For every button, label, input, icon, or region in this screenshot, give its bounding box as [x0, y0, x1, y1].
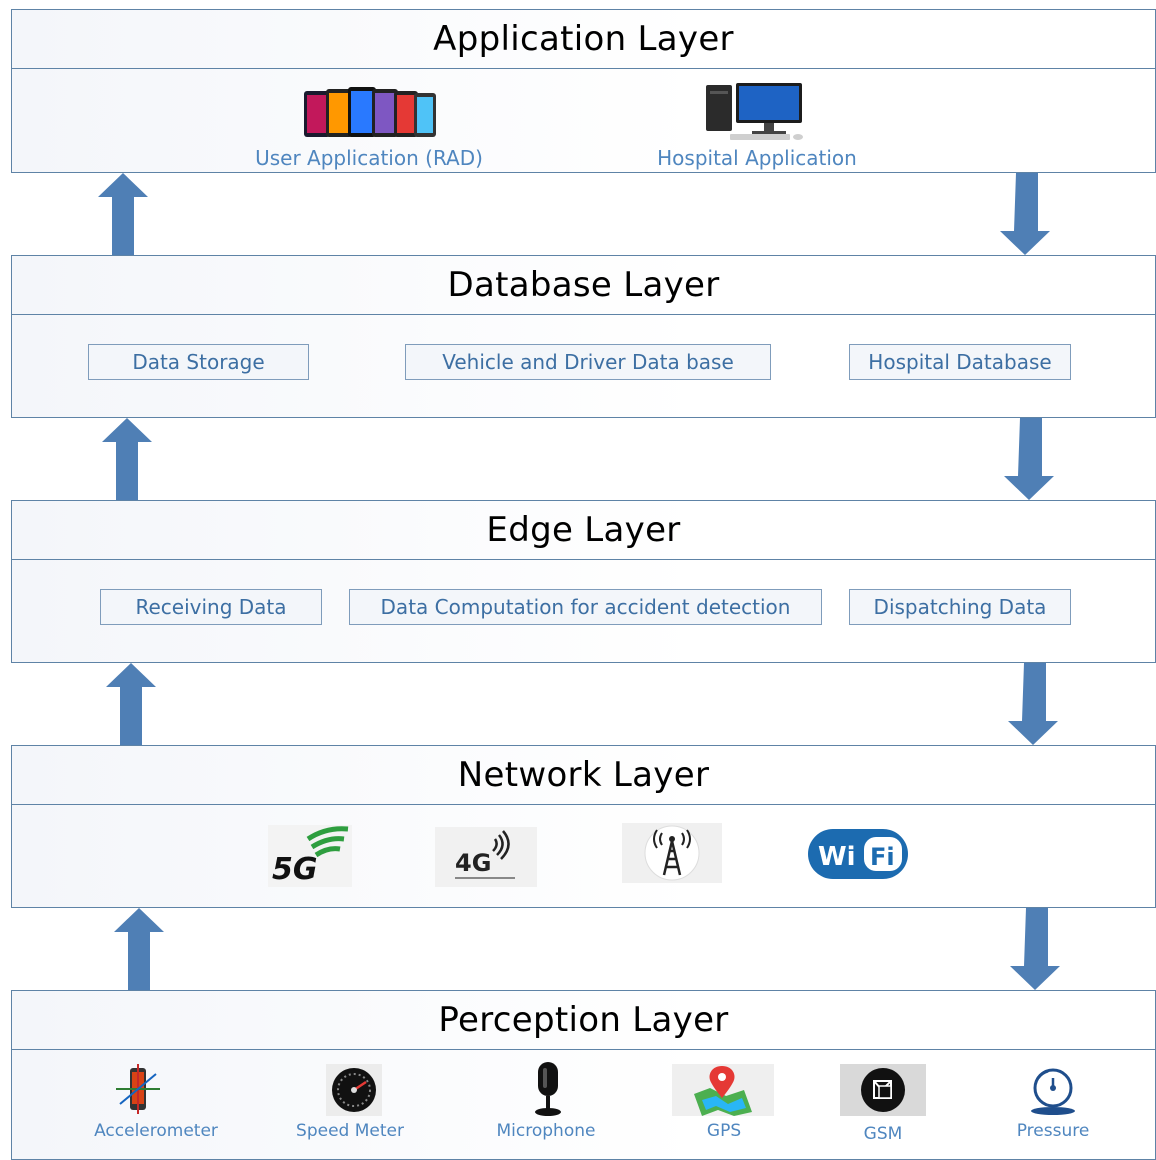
edge-layer: Edge Layer Receiving Data Data Computati…: [11, 500, 1156, 663]
perception-layer-title: Perception Layer: [12, 991, 1155, 1050]
application-layer-body: User Application (RAD) Hospital Applicat…: [12, 69, 1155, 173]
up-arrow-database-to-application: [98, 173, 148, 255]
application-layer: Application Layer User Application (RAD)…: [11, 9, 1156, 173]
accelerometer-icon: [116, 1064, 160, 1114]
gps-map-icon: [672, 1064, 774, 1116]
wifi-icon: Wi Fi: [808, 829, 908, 879]
receiving-data-box: Receiving Data: [100, 589, 322, 625]
network-layer: Network Layer 5G 4G: [11, 745, 1156, 908]
svg-text:Fi: Fi: [870, 843, 895, 871]
hospital-database-box: Hospital Database: [849, 344, 1071, 380]
up-arrow-edge-to-database: [102, 418, 152, 500]
desktop-computer-icon: [706, 83, 803, 140]
microphone-label: Microphone: [496, 1121, 596, 1141]
speedometer-icon: [326, 1064, 382, 1116]
application-layer-title: Application Layer: [12, 10, 1155, 69]
network-layer-body: 5G 4G Wi Fi: [12, 805, 1155, 908]
svg-text:Wi: Wi: [818, 842, 856, 872]
data-storage-box: Data Storage: [88, 344, 309, 380]
vehicle-driver-database-box: Vehicle and Driver Data base: [405, 344, 771, 380]
gps-label: GPS: [706, 1121, 742, 1141]
down-arrow-database-to-edge: [1004, 418, 1054, 500]
gsm-icon: [840, 1064, 926, 1116]
up-arrow-network-to-edge: [106, 663, 156, 745]
hospital-application-label: Hospital Application: [657, 146, 857, 170]
5g-icon: 5G: [268, 825, 352, 887]
database-layer-title: Database Layer: [12, 256, 1155, 315]
user-application-label: User Application (RAD): [255, 146, 483, 170]
down-arrow-edge-to-network: [1008, 663, 1058, 745]
svg-text:5G: 5G: [272, 852, 318, 887]
pressure-gauge-icon: [1031, 1068, 1075, 1115]
dispatching-data-box: Dispatching Data: [849, 589, 1071, 625]
edge-layer-title: Edge Layer: [12, 501, 1155, 560]
speed-meter-label: Speed Meter: [296, 1121, 404, 1141]
4g-icon: 4G: [435, 827, 537, 887]
pressure-label: Pressure: [1016, 1121, 1090, 1141]
up-arrow-perception-to-network: [114, 908, 164, 990]
down-arrow-application-to-database: [1000, 173, 1050, 255]
smartphones-icon: [304, 87, 436, 137]
down-arrow-network-to-perception: [1010, 908, 1060, 990]
microphone-icon: [535, 1062, 561, 1116]
gsm-label: GSM: [863, 1124, 903, 1144]
svg-text:4G: 4G: [455, 849, 491, 877]
perception-layer: Perception Layer Accelerometer Speed Met…: [11, 990, 1156, 1160]
accelerometer-label: Accelerometer: [94, 1121, 218, 1141]
data-computation-box: Data Computation for accident detection: [349, 589, 822, 625]
network-layer-title: Network Layer: [12, 746, 1155, 805]
database-layer-body: Data Storage Vehicle and Driver Data bas…: [12, 315, 1155, 418]
cell-tower-icon: [622, 823, 722, 883]
edge-layer-body: Receiving Data Data Computation for acci…: [12, 560, 1155, 663]
database-layer: Database Layer Data Storage Vehicle and …: [11, 255, 1156, 418]
perception-layer-body: Accelerometer Speed Meter Microphone GPS: [12, 1050, 1155, 1150]
